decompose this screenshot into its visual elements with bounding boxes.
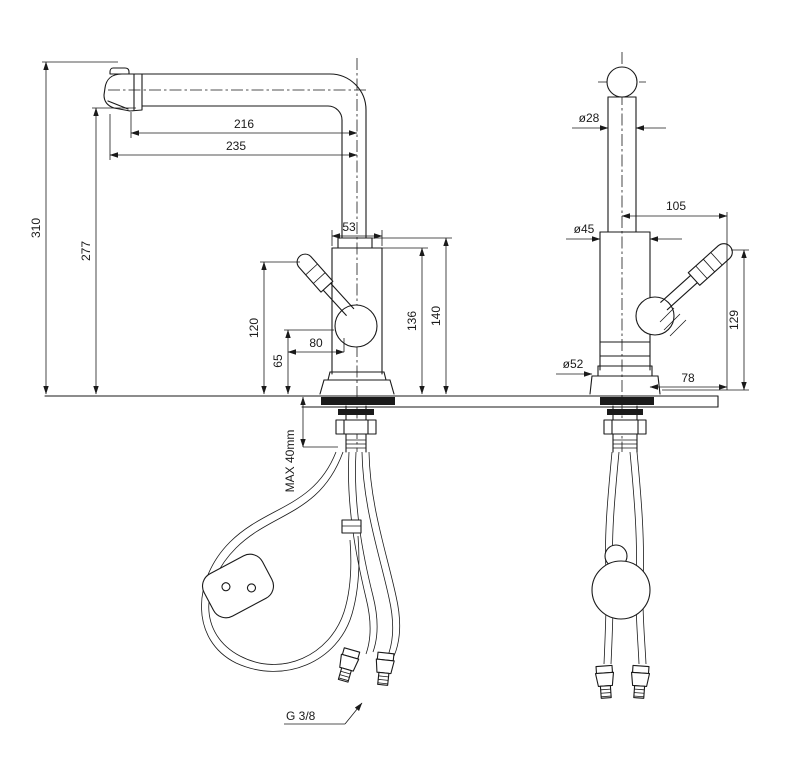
weight-screw-icon [221, 582, 231, 592]
spout-top-cap [606, 66, 638, 98]
handle-ball-joint [334, 304, 378, 348]
dim-top-height: 140 [429, 306, 443, 326]
side-view-dimensions: ø28 105 ø45 129 ø52 78 [556, 111, 749, 391]
dim-base-projection: 78 [681, 371, 695, 385]
hose-weight-side [591, 560, 651, 620]
front-view-dimensions: 310 277 216 235 53 120 65 80 136 [29, 61, 452, 725]
dim-spout-reach: 216 [234, 117, 254, 131]
dim-handle-height: 129 [727, 310, 741, 330]
side-view-faucet [589, 66, 733, 453]
handle-lever-side [687, 243, 733, 286]
dim-lower-height: 65 [271, 354, 285, 368]
dim-handle-length: 120 [247, 318, 261, 338]
dim-max-counter-thickness: MAX 40mm [283, 430, 297, 493]
weight-screw-icon [246, 583, 257, 593]
front-view-connectors [333, 646, 396, 687]
dim-body-width: 53 [342, 220, 356, 234]
side-view-hoses [591, 451, 651, 700]
handle-lever [296, 253, 334, 293]
dim-body-diameter: ø45 [574, 222, 595, 236]
dim-total-reach: 235 [226, 139, 246, 153]
dim-spout-diameter: ø28 [579, 111, 600, 125]
dim-handle-projection: 105 [666, 199, 686, 213]
dim-base-diameter: ø52 [563, 357, 584, 371]
spray-head-button [109, 67, 130, 75]
front-view-hoses [201, 451, 400, 672]
hose-weight [201, 553, 275, 619]
dim-body-height: 136 [405, 311, 419, 331]
countertop [44, 395, 719, 408]
thread-size-label: G 3/8 [286, 709, 316, 723]
dim-total-height: 310 [29, 218, 43, 238]
spray-head [103, 73, 143, 112]
front-view-faucet [103, 67, 395, 453]
dim-spout-height: 277 [79, 241, 93, 261]
centerlines [108, 52, 646, 452]
handle-joint [635, 296, 675, 336]
dim-handle-reach: 80 [309, 336, 323, 350]
hose-clip [341, 519, 362, 534]
